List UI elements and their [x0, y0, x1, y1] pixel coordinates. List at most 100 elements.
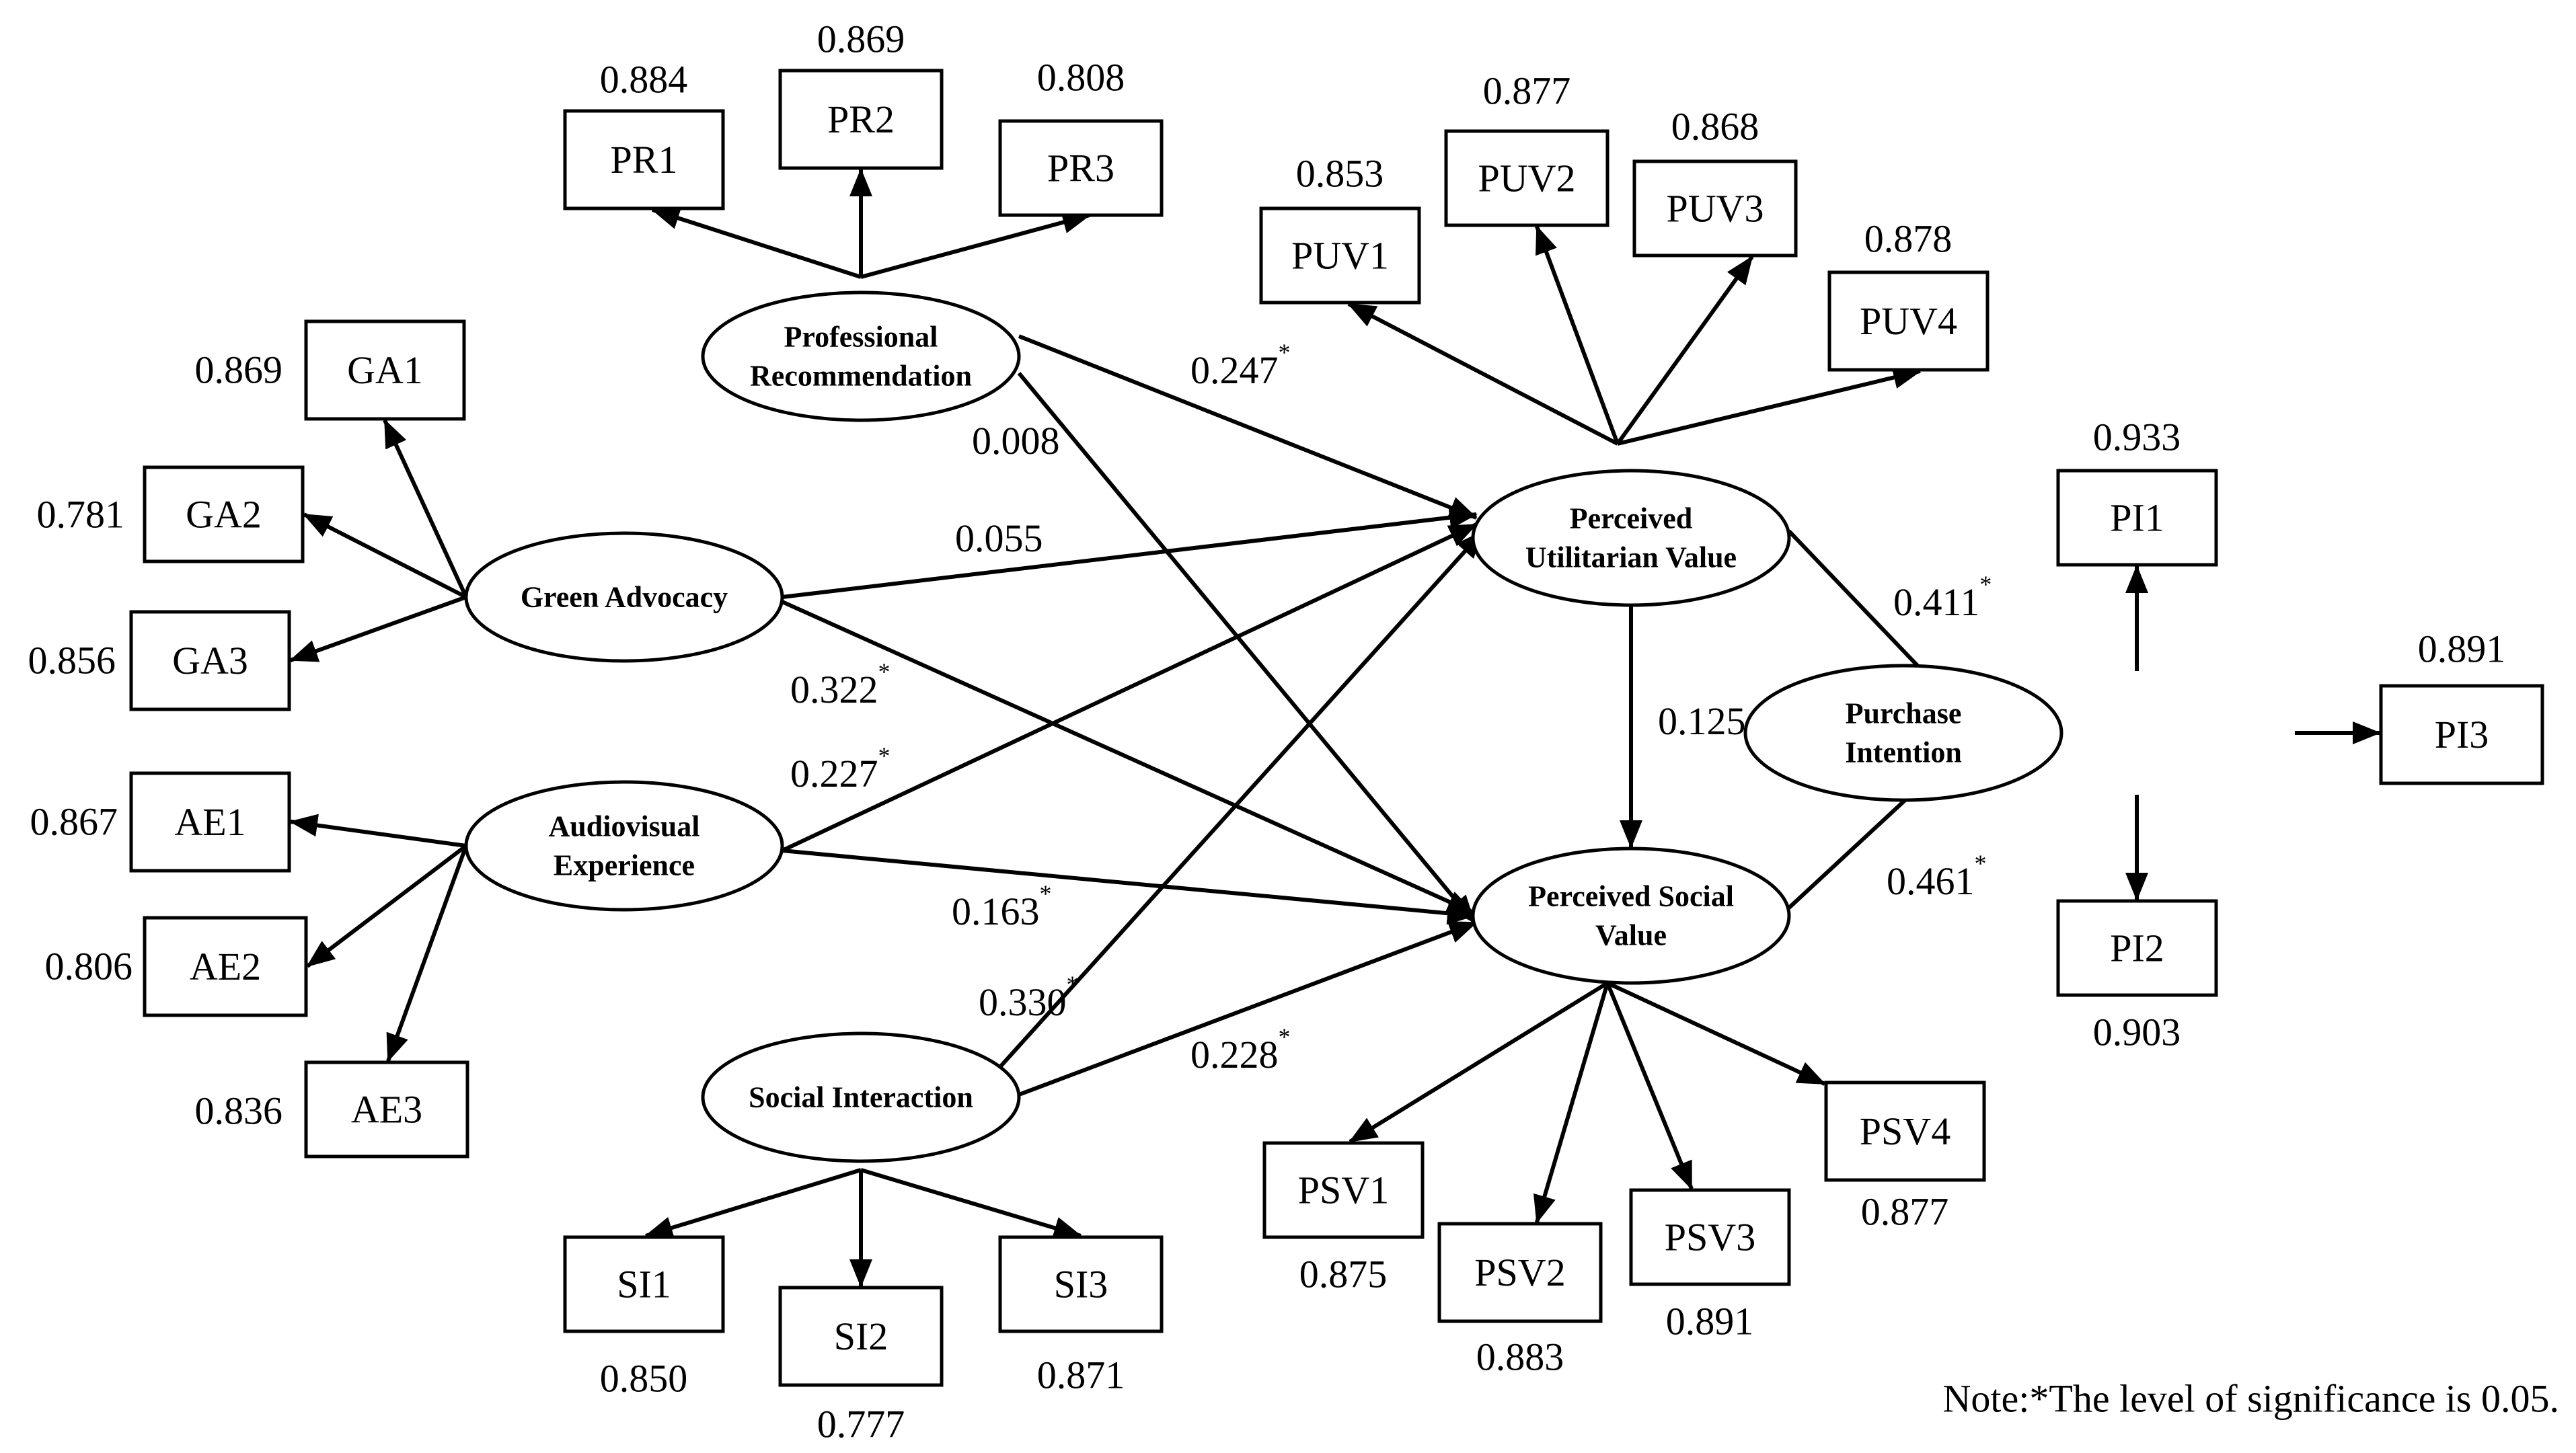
latent-label: Perceived Social: [1528, 880, 1734, 913]
loading-value-pr3: 0.808: [1037, 56, 1125, 100]
loading-arrow-si3: [860, 1168, 1082, 1239]
loading-arrow-ga2: [303, 512, 467, 599]
indicator-box: [143, 916, 308, 1017]
indicator-label: AE1: [174, 800, 245, 844]
indicator-box: [778, 1286, 944, 1387]
indicator-label: PSV3: [1665, 1216, 1755, 1259]
latent-label: Utilitarian Value: [1525, 541, 1737, 574]
latent-oval: [701, 290, 1021, 422]
indicator-label: GA3: [172, 639, 248, 682]
indicator-ae2: AE2: [143, 916, 308, 1017]
indicator-label: PR2: [827, 97, 895, 141]
indicator-psv4: PSV4: [1824, 1081, 1986, 1182]
indicator-puv1: PUV1: [1259, 206, 1421, 305]
indicator-label: PUV2: [1478, 157, 1575, 200]
significance-marker: *: [1279, 1023, 1291, 1050]
latent-oval: [701, 1031, 1021, 1163]
loading-arrow-puv1: [1347, 302, 1619, 446]
indicator-pr2: PR2: [778, 69, 944, 170]
loading-value-psv4: 0.877: [1861, 1190, 1949, 1234]
indicator-ga3: GA3: [129, 610, 291, 711]
indicator-box: [143, 465, 305, 563]
indicator-pi3: PI3: [2379, 684, 2544, 785]
indicator-box: [2056, 469, 2218, 567]
loading-arrow-ga3: [289, 595, 467, 662]
indicator-puv4: PUV4: [1827, 270, 1990, 372]
loading-value-ae1: 0.867: [30, 800, 118, 844]
loading-value-puv1: 0.853: [1296, 152, 1384, 196]
indicator-ae3: AE3: [304, 1060, 469, 1159]
indicator-box: [304, 319, 466, 421]
path-arrow-pr-puv: [1018, 334, 1478, 520]
loading-arrow-puv4: [1617, 366, 1922, 446]
indicator-box: [1632, 159, 1798, 258]
latent-oval: [464, 531, 784, 663]
significance-marker: *: [1040, 880, 1052, 907]
indicator-puv2: PUV2: [1444, 129, 1609, 227]
loading-value-pr2: 0.869: [817, 17, 905, 61]
indicator-label: PUV1: [1291, 234, 1389, 278]
loading-arrow-ae2: [306, 844, 467, 968]
latent-label: Professional: [784, 321, 938, 354]
loading-arrow-psv4: [1606, 981, 1826, 1086]
loading-value-si2: 0.777: [817, 1403, 905, 1446]
indicator-psv1: PSV1: [1262, 1141, 1425, 1239]
loading-value-pi2: 0.903: [2093, 1011, 2181, 1054]
path-coefficient-pr-puv: 0.247*: [1190, 339, 1291, 392]
indicator-box: [1437, 1222, 1603, 1323]
loading-arrow-psv2: [1533, 982, 1609, 1224]
latent-si: Social Interaction: [701, 1031, 1021, 1163]
indicator-ga1: GA1: [304, 319, 466, 421]
indicator-label: PR3: [1047, 147, 1114, 190]
indicator-box: [2056, 899, 2218, 997]
indicator-label: PSV2: [1474, 1251, 1565, 1294]
latent-label: Experience: [554, 849, 695, 882]
loading-arrow-pr3: [860, 211, 1091, 279]
indicator-psv3: PSV3: [1629, 1188, 1791, 1286]
loading-value-ae3: 0.836: [195, 1089, 283, 1133]
latent-label: Social Interaction: [749, 1081, 973, 1114]
significance-marker: *: [1067, 971, 1079, 998]
indicator-puv3: PUV3: [1632, 159, 1798, 258]
latent-label: Value: [1595, 919, 1667, 952]
indicator-box: [998, 119, 1164, 217]
loading-value-puv2: 0.877: [1483, 69, 1571, 113]
latent-label: Green Advocacy: [521, 581, 728, 614]
indicator-label: SI2: [834, 1314, 888, 1358]
indicator-box: [998, 1235, 1164, 1333]
latent-label: Perceived: [1570, 502, 1692, 535]
edges-layer: [289, 168, 2381, 1288]
loading-value-pr1: 0.884: [600, 58, 688, 102]
loading-arrow-ga1: [383, 419, 468, 598]
latent-label: Recommendation: [750, 360, 972, 393]
significance-marker: *: [1279, 339, 1291, 366]
indicator-box: [1262, 1141, 1425, 1239]
loading-value-si1: 0.850: [600, 1357, 688, 1401]
indicator-label: SI3: [1054, 1263, 1108, 1306]
indicator-pr3: PR3: [998, 119, 1164, 217]
latent-label: Audiovisual: [549, 810, 700, 843]
indicator-box: [563, 1235, 725, 1333]
indicator-label: AE2: [190, 945, 261, 988]
indicator-box: [778, 69, 944, 170]
indicator-label: GA1: [347, 348, 423, 392]
indicator-label: PUV4: [1860, 299, 1957, 343]
loading-arrow-si1: [644, 1168, 862, 1239]
loading-arrow-psv3: [1605, 982, 1694, 1190]
latent-oval: [1471, 847, 1791, 985]
loading-value-psv1: 0.875: [1299, 1253, 1388, 1296]
indicator-label: PUV3: [1666, 187, 1764, 231]
loading-arrow-ae3: [386, 845, 468, 1062]
indicator-box: [563, 109, 725, 210]
indicator-box: [1827, 270, 1990, 372]
loading-arrow-psv1: [1349, 981, 1609, 1144]
loading-value-ga2: 0.781: [37, 493, 125, 537]
indicator-si1: SI1: [563, 1235, 725, 1333]
indicator-label: PSV4: [1860, 1109, 1950, 1153]
indicator-pr1: PR1: [563, 109, 725, 210]
significance-marker: *: [878, 742, 891, 769]
loading-value-ga1: 0.869: [195, 348, 283, 392]
